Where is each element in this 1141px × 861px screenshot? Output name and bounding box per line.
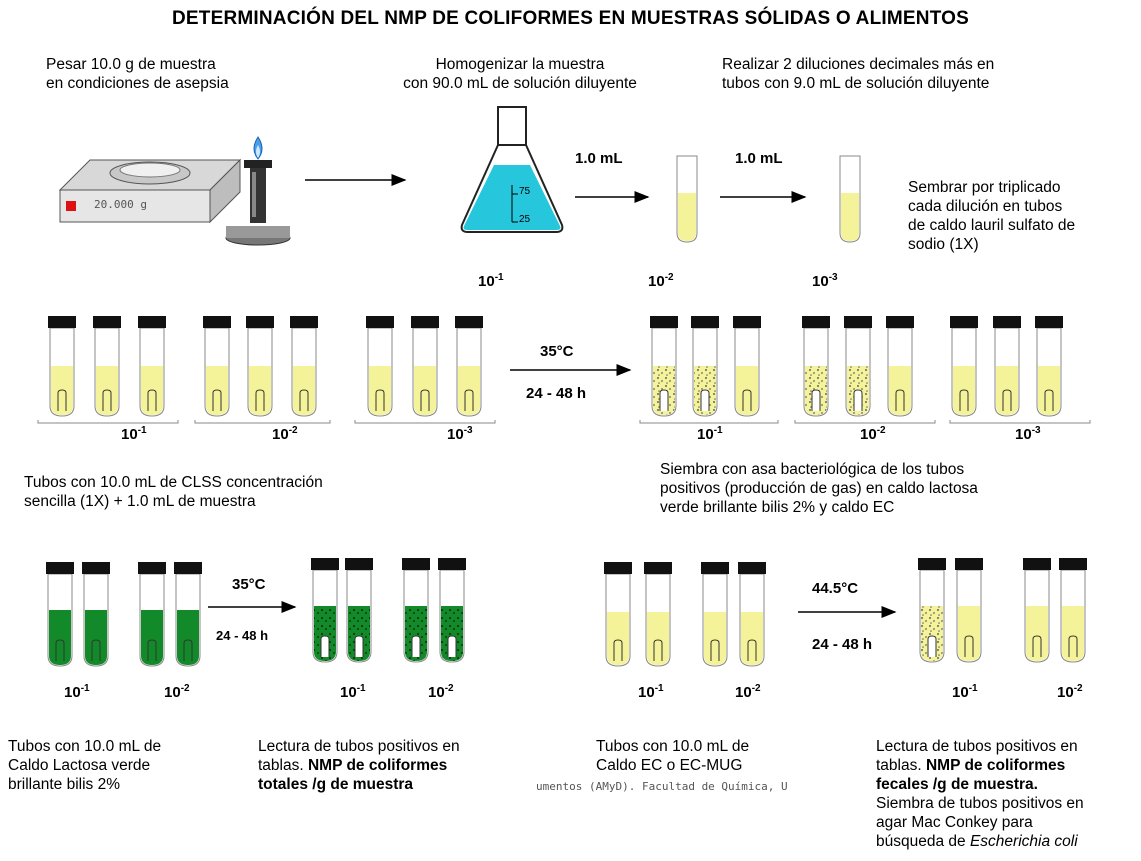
clss-tube-icon [48, 316, 76, 417]
middle-left-caption: Tubos con 10.0 mL de CLSS concentración … [24, 474, 323, 510]
brilliant-green-incubated-tube-icon [438, 558, 466, 663]
clss-tube-icon [246, 316, 274, 417]
dilution-label: 10-3 [447, 425, 473, 443]
clss-incubated-tube-icon [844, 316, 872, 417]
bottom-left-tubes-caption: Tubos con 10.0 mL de Caldo Lactosa verde… [8, 738, 162, 793]
ec-incubated-tube-icon [918, 558, 946, 663]
bottom-right-temperature: 44.5°C [812, 580, 859, 597]
clss-incubated-tube-icon [993, 316, 1021, 417]
flask-mark-high: 75 [519, 186, 531, 197]
clss-incubated-tube-icon [650, 316, 678, 417]
brilliant-green-incubated-tube-icon [311, 558, 339, 663]
clss-tube-icon [366, 316, 394, 417]
clss-incubated-tube-icon [950, 316, 978, 417]
balance-reading: 20.000 g [94, 198, 147, 211]
clss-incubated-tube-icon [691, 316, 719, 417]
middle-temperature: 35°C [540, 343, 574, 360]
dilution-label: 10-2 [648, 272, 674, 290]
dilution-label: 10-2 [860, 425, 886, 443]
ec-incubated-tube-icon [1059, 558, 1087, 663]
transfer-volume-1: 1.0 mL [575, 150, 623, 167]
flask-mark-low: 25 [519, 214, 531, 225]
dilution-tube-3 [839, 155, 861, 243]
clss-tube-icon [455, 316, 483, 417]
dilution-label: 10-1 [638, 683, 664, 701]
dilution-label: 10-1 [478, 272, 504, 290]
clss-tube-icon [411, 316, 439, 417]
brilliant-green-tube-icon [82, 562, 110, 667]
ec-incubated-tube-icon [955, 558, 983, 663]
clss-incubated-tube-icon [802, 316, 830, 417]
page-title: DETERMINACIÓN DEL NMP DE COLIFORMES EN M… [171, 8, 970, 29]
dilution-label: 10-2 [428, 683, 454, 701]
ec-tube-icon [701, 562, 729, 667]
step-dilutions-text: Realizar 2 diluciones decimales más en t… [722, 56, 995, 92]
clss-tube-icon [290, 316, 318, 417]
bottom-left-temperature: 35°C [232, 576, 266, 593]
brilliant-green-incubated-tube-icon [345, 558, 373, 663]
ec-tube-icon [738, 562, 766, 667]
step-homogenize-text: Homogenizar la muestra con 90.0 mL de so… [403, 56, 637, 92]
dilution-label: 10-1 [952, 683, 978, 701]
clss-incubated-tube-icon [1035, 316, 1063, 417]
middle-right-caption: Siembra con asa bacteriológica de los tu… [660, 461, 978, 516]
bottom-right-tubes-caption: Tubos con 10.0 mL de Caldo EC o EC-MUG [596, 738, 750, 774]
watermark-text: umentos (AMyD). Facultad de Química, U [536, 780, 788, 793]
dilution-label: 10-1 [121, 425, 147, 443]
dilution-label: 10-2 [1057, 683, 1083, 701]
dilution-label: 10-1 [340, 683, 366, 701]
step-seed-text: Sembrar por triplicado cada dilución en … [908, 179, 1076, 253]
brilliant-green-tube-icon [138, 562, 166, 667]
bottom-right-time: 24 - 48 h [812, 636, 873, 653]
ec-tube-icon [604, 562, 632, 667]
brilliant-green-tube-icon [174, 562, 202, 667]
brilliant-green-incubated-tube-icon [402, 558, 430, 663]
clss-incubated-tube-icon [733, 316, 761, 417]
dilution-label: 10-2 [164, 683, 190, 701]
brilliant-green-tube-icon [46, 562, 74, 667]
middle-time: 24 - 48 h [526, 385, 587, 402]
dilution-label: 10-2 [272, 425, 298, 443]
ec-incubated-tube-icon [1023, 558, 1051, 663]
transfer-volume-2: 1.0 mL [735, 150, 783, 167]
dilution-label: 10-1 [64, 683, 90, 701]
clss-tube-icon [138, 316, 166, 417]
erlenmeyer-flask-icon [460, 106, 564, 233]
clss-tube-icon [93, 316, 121, 417]
dilution-label: 10-2 [735, 683, 761, 701]
bottom-left-time: 24 - 48 h [216, 628, 269, 643]
dilution-label: 10-3 [1015, 425, 1041, 443]
bottom-right-read-caption: Lectura de tubos positivos en tablas. NM… [876, 738, 1084, 850]
balance-icon [58, 158, 242, 224]
tube-group-brackets [37, 420, 1091, 424]
step-weigh-text: Pesar 10.0 g de muestra en condiciones d… [46, 56, 229, 92]
dilution-label: 10-1 [697, 425, 723, 443]
bunsen-burner-icon [225, 136, 291, 246]
clss-incubated-tube-icon [886, 316, 914, 417]
dilution-label: 10-3 [812, 272, 838, 290]
ec-tube-icon [644, 562, 672, 667]
dilution-tube-2 [676, 155, 698, 243]
clss-tube-icon [203, 316, 231, 417]
bottom-left-read-caption: Lectura de tubos positivos en tablas. NM… [258, 738, 460, 793]
